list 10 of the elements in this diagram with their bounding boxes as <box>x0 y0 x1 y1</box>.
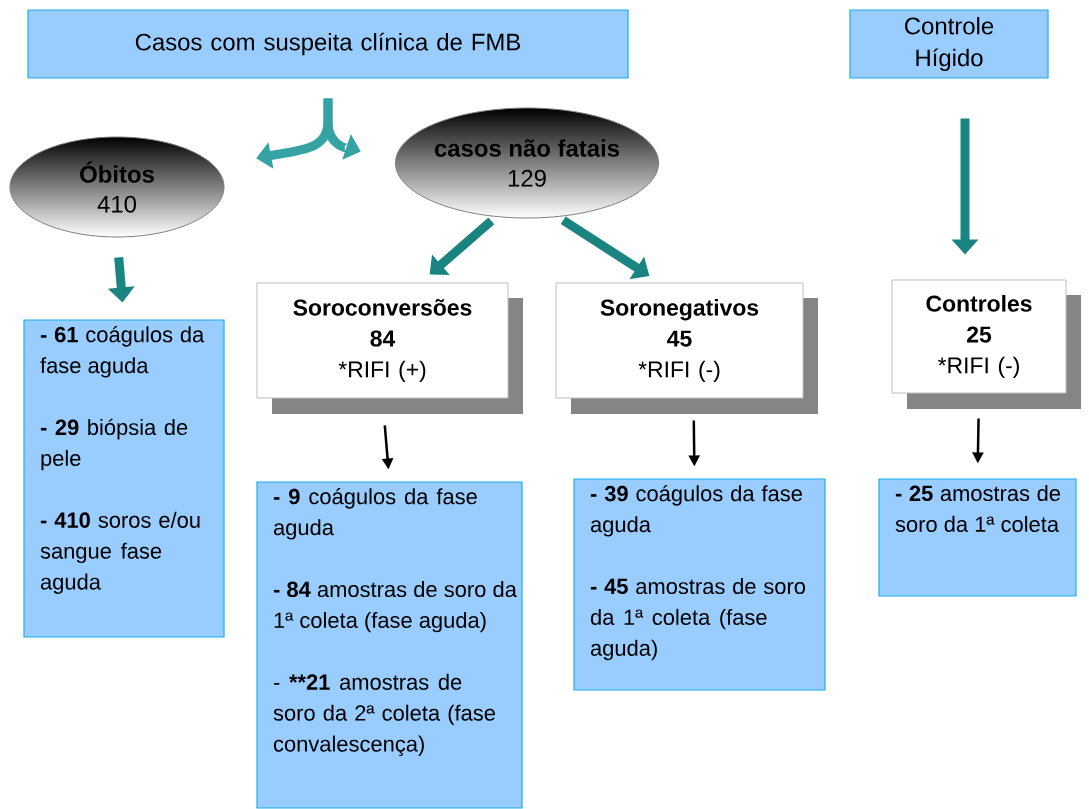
group-box: Soronegativos 45 *RIFI (-) <box>555 282 818 414</box>
group-box: Controles 25 *RIFI (-) <box>891 279 1081 409</box>
sample-box: - 9 coágulos da fase aguda - 84 amostras de soro da 1ª coleta (fase aguda) - **21 amostras de soro da 2ª coleta (fase convalescença) <box>256 481 523 809</box>
group-box: Soroconversões 84 *RIFI (+) <box>256 282 523 414</box>
arrow <box>429 217 495 275</box>
sample-box: - 39 coágulos da fase aguda - 45 amostras de soro da 1ª coleta (fase aguda) <box>573 478 826 691</box>
title-box: Controle Hígido <box>849 9 1049 79</box>
sample-box: - 61 coágulos da fase aguda - 29 biópsia de pele - 410 soros e/ou sangue fase aguda <box>23 319 225 638</box>
sample-box: - 25 amostras de soro da 1ª coleta <box>878 478 1077 597</box>
title-box: Casos com suspeita clínica de FMB <box>27 9 629 79</box>
